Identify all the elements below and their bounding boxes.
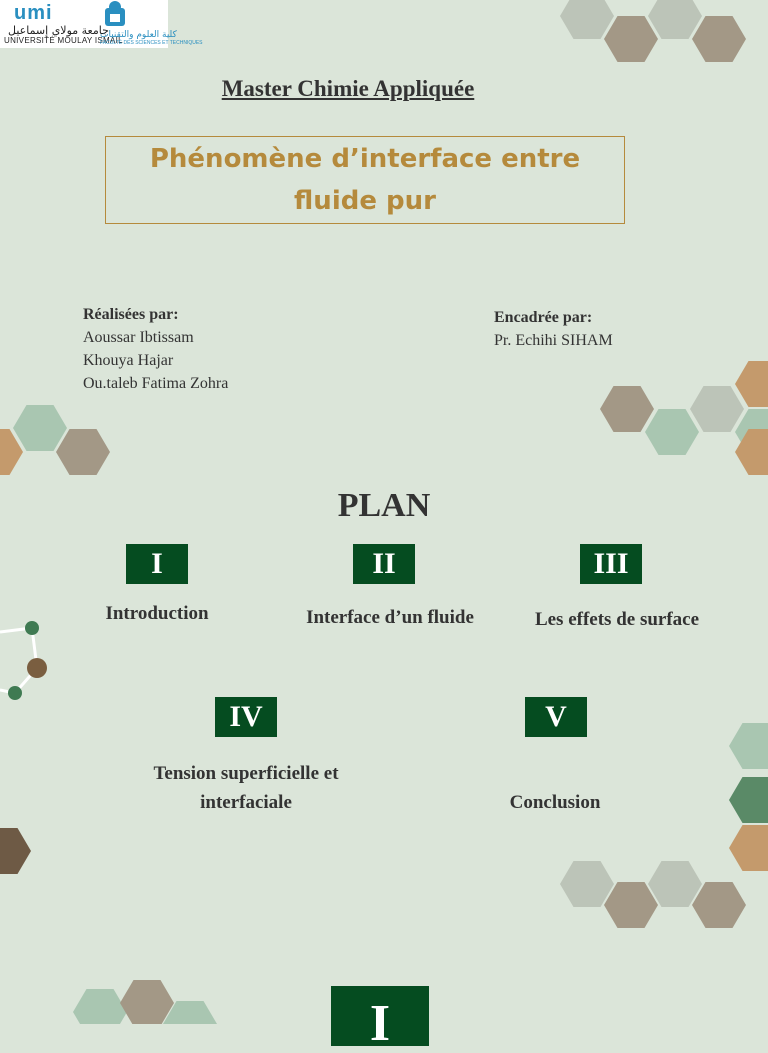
plan-item-tension-line2: interfaciale bbox=[200, 792, 292, 813]
program-title: Master Chimie Appliquée bbox=[221, 76, 475, 101]
plan-item-tension: Tension superficielle et interfaciale bbox=[126, 759, 366, 817]
umi-latin-name: UNIVERSITÉ MOULAY ISMAÏL bbox=[4, 36, 123, 45]
supervisor-block: Encadrée par: Pr. Echihi SIHAM bbox=[494, 306, 613, 352]
hexagon-shape bbox=[560, 861, 614, 907]
faculty-arabic-name: كلية العلوم والتقنيات bbox=[100, 30, 177, 40]
document-title: Phénomène d’interface entre fluide pur bbox=[150, 138, 580, 222]
umi-logo-text: umi bbox=[14, 2, 53, 24]
plan-numeral-1: I bbox=[126, 544, 188, 584]
document-title-box: Phénomène d’interface entre fluide pur bbox=[105, 136, 625, 224]
hexagon-shape bbox=[120, 980, 174, 1024]
plan-item-introduction: Introduction bbox=[105, 603, 209, 624]
plan-numeral-2: II bbox=[353, 544, 415, 584]
authors-block: Réalisées par: Aoussar Ibtissam Khouya H… bbox=[83, 303, 228, 395]
hexagon-shape bbox=[604, 16, 658, 62]
plan-numeral-5: V bbox=[525, 697, 587, 737]
faculty-logo: كلية العلوم والتقنيات FACULTÉ DES SCIENC… bbox=[96, 0, 203, 48]
hexagon-shape bbox=[690, 386, 744, 432]
plan-item-surface-effects: Les effets de surface bbox=[534, 609, 700, 630]
plan-item-conclusion: Conclusion bbox=[509, 792, 601, 813]
authors-heading: Réalisées par: bbox=[83, 306, 179, 323]
plan-numeral-4: IV bbox=[215, 697, 277, 737]
logos-banner: umi جامعة مولاي إسماعيل UNIVERSITÉ MOULA… bbox=[0, 0, 203, 48]
hexagon-shape bbox=[729, 777, 768, 823]
decorative-hexagons bbox=[0, 0, 768, 1024]
next-section-numeral: I bbox=[331, 986, 429, 1052]
hexagon-shape bbox=[56, 429, 110, 475]
faculty-latin-name: FACULTÉ DES SCIENCES ET TECHNIQUES bbox=[100, 40, 203, 46]
document-title-line1: Phénomène d’interface entre bbox=[149, 144, 581, 174]
hexagon-shape bbox=[729, 723, 768, 769]
university-logo: umi جامعة مولاي إسماعيل UNIVERSITÉ MOULA… bbox=[4, 2, 123, 46]
hexagon-shape bbox=[560, 0, 614, 39]
hexagon-shape bbox=[0, 828, 31, 874]
faculty-emblem-icon bbox=[105, 1, 125, 26]
plan-numeral-3: III bbox=[580, 544, 642, 584]
hexagon-shape bbox=[604, 882, 658, 928]
hexagon-shape bbox=[13, 405, 67, 451]
hexagon-shape bbox=[692, 16, 746, 62]
supervisor-name: Pr. Echihi SIHAM bbox=[494, 332, 613, 349]
hexagon-shape bbox=[648, 0, 702, 39]
hexagon-shape bbox=[645, 409, 699, 455]
author-name: Khouya Hajar bbox=[83, 352, 174, 369]
umi-arabic-name: جامعة مولاي إسماعيل bbox=[8, 24, 109, 37]
author-name: Aoussar Ibtissam bbox=[83, 329, 194, 346]
plan-item-tension-line1: Tension superficielle et bbox=[153, 763, 339, 784]
hexagon-shape bbox=[73, 989, 127, 1024]
plan-item-interface: Interface d’un fluide bbox=[306, 607, 474, 628]
author-name: Ou.taleb Fatima Zohra bbox=[83, 375, 229, 392]
hexagon-shape bbox=[735, 361, 768, 407]
plan-heading: PLAN bbox=[337, 487, 431, 524]
hexagon-shape bbox=[692, 882, 746, 928]
hexagon-shape bbox=[648, 861, 702, 907]
hexagon-shape bbox=[600, 386, 654, 432]
hexagon-shape bbox=[729, 825, 768, 871]
supervisor-heading: Encadrée par: bbox=[494, 309, 593, 326]
molecule-icon bbox=[0, 621, 47, 700]
document-title-line2: fluide pur bbox=[294, 186, 436, 216]
